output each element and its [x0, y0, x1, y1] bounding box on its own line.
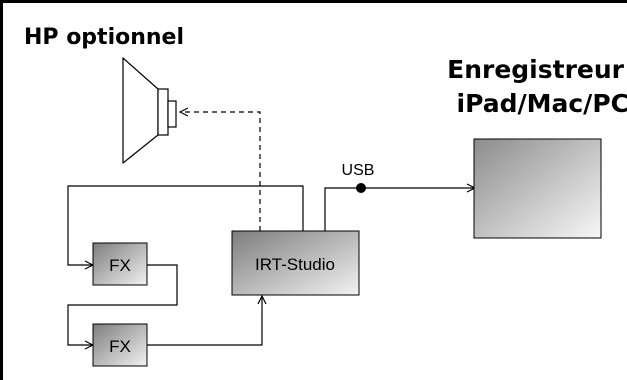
irt-studio-box: IRT-Studio [231, 230, 360, 296]
usb-junction-dot [356, 183, 366, 193]
optional-speaker-connection [180, 112, 261, 231]
usb-connection [324, 188, 475, 231]
return-from-fx-connection [147, 296, 262, 346]
fx-box-2: FX [92, 323, 148, 367]
speaker-icon [122, 57, 177, 164]
fx-box-2-label: FX [109, 337, 131, 356]
send-to-fx-connection [67, 185, 304, 265]
usb-label: USB [342, 162, 375, 179]
recorder-title-line2: iPad/Mac/PC [457, 89, 627, 118]
recorder-title-line1: Enregistreur [447, 55, 625, 84]
fx-chain-connection [67, 264, 178, 345]
fx-box-1: FX [92, 242, 148, 286]
fx-box-1-label: FX [109, 256, 131, 275]
optional-speaker-title: HP optionnel [24, 25, 184, 50]
irt-studio-label: IRT-Studio [255, 255, 335, 274]
recorder-device-box [473, 138, 602, 239]
